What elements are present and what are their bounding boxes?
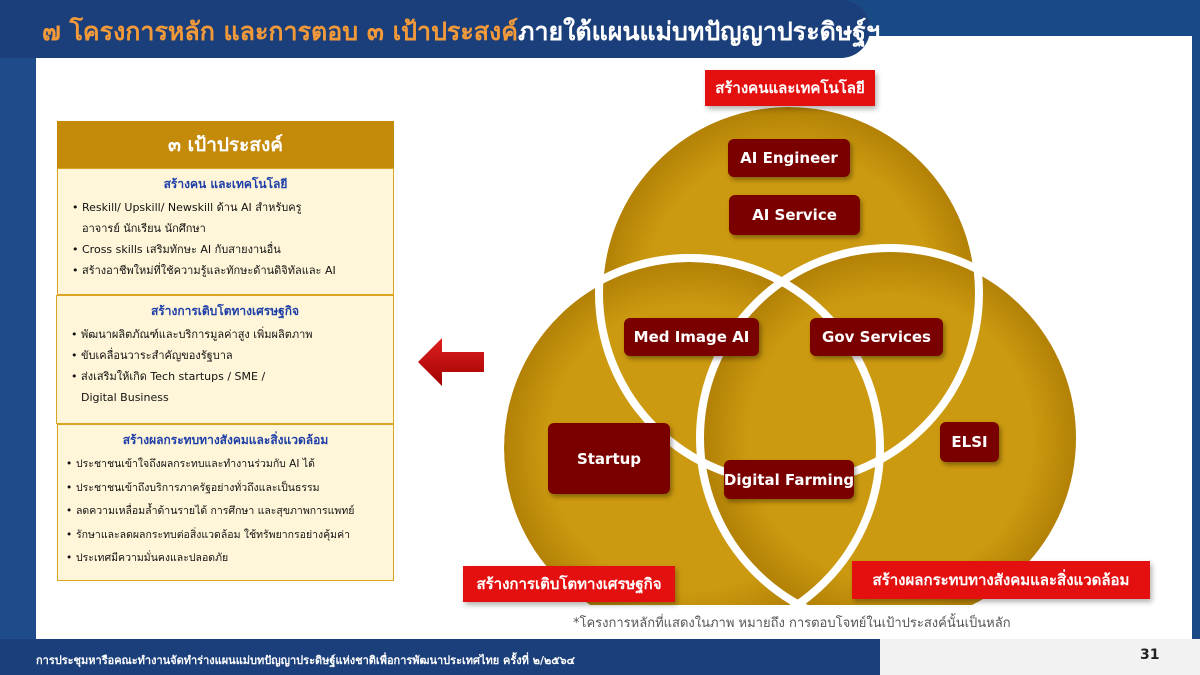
objective-group-society: สร้างผลกระทบทางสังคมและสิ่งแวดล้อม ประชา… xyxy=(57,424,394,581)
footer-blue-band xyxy=(0,639,880,675)
page-number: 31 xyxy=(1140,647,1160,663)
label-people-tech: สร้างคนและเทคโนโลยี xyxy=(705,70,875,106)
objective-item: Reskill/ Upskill/ Newskill ด้าน AI สำหรั… xyxy=(72,197,393,218)
objective-item: ประชาชนเข้าถึงบริการภาครัฐอย่างทั่วถึงแล… xyxy=(66,477,393,501)
objective-item: Digital Business xyxy=(81,391,169,404)
project-ai-service: AI Service xyxy=(729,195,860,235)
objective-item: รักษาและลดผลกระทบต่อสิ่งแวดล้อม ใช้ทรัพย… xyxy=(66,524,393,548)
venn-circle-society xyxy=(696,244,1084,605)
footer-text: การประชุมหารือคณะทำงานจัดทำร่างแผนแม่บทป… xyxy=(36,654,575,667)
objective-item: พัฒนาผลิตภัณฑ์และบริการมูลค่าสูง เพิ่มผล… xyxy=(71,324,393,345)
objective-item: ส่งเสริมให้เกิด Tech startups / SME / xyxy=(71,366,393,387)
label-society: สร้างผลกระทบทางสังคมและสิ่งแวดล้อม xyxy=(852,561,1150,599)
objective-group-title: สร้างการเติบโตทางเศรษฐกิจ xyxy=(150,304,300,318)
objective-group-people-tech: สร้างคน และเทคโนโลยี Reskill/ Upskill/ N… xyxy=(57,168,394,295)
footnote: *โครงการหลักที่แสดงในภาพ หมายถึง การตอบโ… xyxy=(573,616,1011,631)
objective-group-economy: สร้างการเติบโตทางเศรษฐกิจ พัฒนาผลิตภัณฑ์… xyxy=(56,295,394,424)
slide-title: ๗ โครงการหลัก และการตอบ ๓ เป้าประสงค์ภาย… xyxy=(42,12,880,52)
objective-group-title: สร้างคน และเทคโนโลยี xyxy=(163,177,288,191)
project-ai-engineer: AI Engineer xyxy=(728,139,850,177)
objective-item: Cross skills เสริมทักษะ AI กับสายงานอื่น xyxy=(72,239,393,260)
project-gov-services: Gov Services xyxy=(810,318,943,356)
objective-item: ประชาชนเข้าใจถึงผลกระทบและทำงานร่วมกับ A… xyxy=(66,453,393,477)
project-digital-farming: Digital Farming xyxy=(724,460,854,499)
objective-item: ขับเคลื่อนวาระสำคัญของรัฐบาล xyxy=(71,345,393,366)
project-med-image-ai: Med Image AI xyxy=(624,318,759,356)
objective-item: ลดความเหลื่อมล้ำด้านรายได้ การศึกษา และส… xyxy=(66,500,393,524)
objective-item: ประเทศมีความมั่นคงและปลอดภัย xyxy=(66,547,393,571)
objective-item: อาจารย์ นักเรียน นักศึกษา xyxy=(82,222,206,235)
objective-item: สร้างอาชีพใหม่ที่ใช้ความรู้และทักษะด้านด… xyxy=(72,260,393,281)
left-edge xyxy=(0,0,36,675)
objectives-header: ๓ เป้าประสงค์ xyxy=(57,121,394,168)
arrow-left-icon xyxy=(418,338,484,386)
project-elsi: ELSI xyxy=(940,422,999,462)
title-orange-part: ๗ โครงการหลัก และการตอบ ๓ เป้าประสงค์ xyxy=(42,17,518,46)
title-white-part: ภายใต้แผนแม่บทปัญญาประดิษฐ์ฯ xyxy=(517,17,881,46)
project-startup: Startup xyxy=(548,423,670,494)
venn-diagram xyxy=(500,105,1084,605)
objective-group-title: สร้างผลกระทบทางสังคมและสิ่งแวดล้อม xyxy=(122,433,329,447)
label-economy: สร้างการเติบโตทางเศรษฐกิจ xyxy=(463,566,675,602)
title-bar xyxy=(0,0,870,58)
